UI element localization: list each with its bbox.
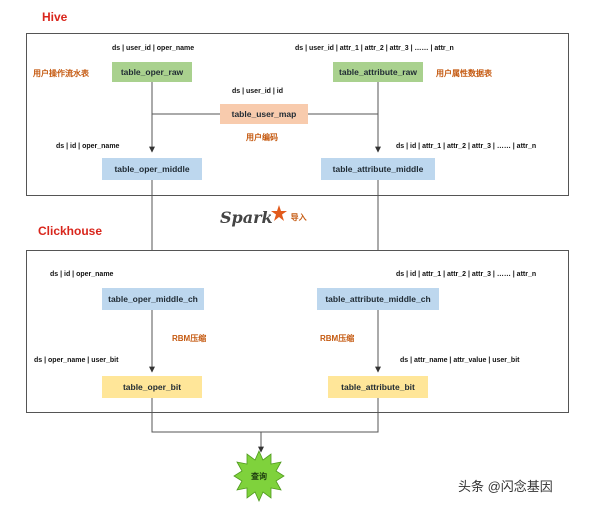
note-attribute-raw: 用户属性数据表	[436, 69, 492, 78]
spark-star-icon	[270, 204, 287, 221]
clickhouse-frame	[26, 250, 569, 413]
table-oper-raw: table_oper_raw	[112, 62, 192, 82]
schema-oper-middle-ch: ds | id | oper_name	[50, 271, 114, 278]
table-attribute-middle-ch: table_attribute_middle_ch	[317, 288, 439, 310]
schema-oper-bit: ds | oper_name | user_bit	[34, 357, 119, 364]
spark-logo: Spark 导入	[220, 204, 307, 227]
table-attribute-raw: table_attribute_raw	[333, 62, 423, 82]
schema-attribute-bit: ds | attr_name | attr_value | user_bit	[400, 357, 520, 364]
table-attribute-bit: table_attribute_bit	[328, 376, 428, 398]
import-label: 导入	[290, 213, 307, 222]
schema-user-map: ds | user_id | id	[232, 88, 283, 95]
schema-attribute-raw: ds | user_id | attr_1 | attr_2 | attr_3 …	[295, 45, 454, 52]
query-starburst-icon	[233, 450, 285, 502]
schema-oper-raw: ds | user_id | oper_name	[112, 45, 195, 52]
table-oper-middle-ch: table_oper_middle_ch	[102, 288, 204, 310]
query-label: 查询	[251, 471, 267, 481]
hive-frame	[26, 33, 569, 196]
note-rbm-left: RBM压缩	[172, 334, 207, 343]
note-rbm-right: RBM压缩	[320, 334, 355, 343]
table-oper-bit: table_oper_bit	[102, 376, 202, 398]
clickhouse-title: Clickhouse	[38, 224, 103, 238]
table-oper-middle: table_oper_middle	[102, 158, 202, 180]
note-oper-raw: 用户操作流水表	[33, 69, 89, 78]
watermark: 头条 @闪念基因	[458, 479, 553, 494]
edge-bits-to-query	[151, 398, 379, 433]
schema-attribute-middle: ds | id | attr_1 | attr_2 | attr_3 | …… …	[396, 143, 537, 150]
table-attribute-middle: table_attribute_middle	[321, 158, 435, 180]
schema-attribute-middle-ch: ds | id | attr_1 | attr_2 | attr_3 | …… …	[396, 271, 537, 278]
hive-title: Hive	[42, 10, 68, 24]
spark-wordmark: Spark	[220, 208, 273, 227]
note-user-map: 用户编码	[246, 133, 278, 142]
query-node: 查询	[233, 450, 285, 502]
schema-oper-middle: ds | id | oper_name	[56, 143, 120, 150]
table-user-map: table_user_map	[220, 104, 308, 124]
